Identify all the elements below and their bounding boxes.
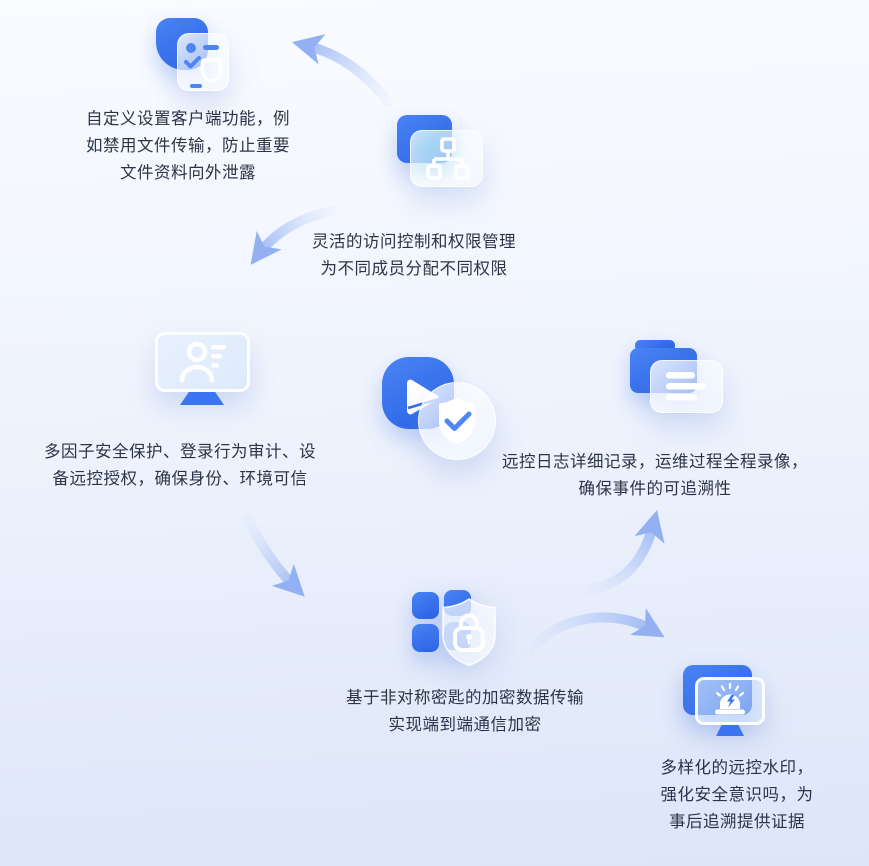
block-square: [412, 624, 439, 652]
text-line: 文件资料向外泄露: [120, 164, 256, 182]
alarm-glyph: [715, 682, 745, 715]
access-control-text: 灵活的访问控制和权限管理 为不同成员分配不同权限: [264, 229, 564, 283]
audit-logs-text: 远控日志详细记录，运维过程全程录像， 确保事件的可追溯性: [495, 449, 815, 503]
watermark-text: 多样化的远控水印， 强化安全意识吗，为 事后追溯提供证据: [607, 755, 867, 836]
text-line: 自定义设置客户端功能，例: [86, 110, 290, 128]
shield-lock-glass: [442, 598, 496, 667]
id-card-glass: [177, 33, 229, 91]
shield-glass-circle: [418, 382, 496, 460]
video-shield-check-icon: [380, 355, 505, 465]
text-line: 多因子安全保护、登录行为审计、设: [44, 443, 316, 461]
text-line: 多样化的远控水印，: [660, 759, 814, 777]
folder-tab: [635, 340, 675, 351]
text-line: 事后追溯提供证据: [669, 813, 805, 831]
curved-arrow-up-left: [291, 34, 393, 107]
encryption-text: 基于非对称密匙的加密数据传输 实现端到端通信加密: [315, 685, 615, 739]
text-line: 如禁用文件传输，防止重要: [86, 137, 290, 155]
monitor-screen: [155, 332, 250, 392]
monitor-stand: [180, 392, 224, 405]
curved-arrow-arc-right: [525, 608, 665, 656]
block-square: [412, 592, 439, 619]
documents-folder-icon: [628, 335, 728, 420]
text-line: 确保事件的可追溯性: [578, 480, 732, 498]
blocks-shield-lock-icon: [400, 582, 505, 677]
text-line: 基于非对称密匙的加密数据传输: [346, 689, 584, 707]
text-line: 远控日志详细记录，运维过程全程录像，: [502, 453, 808, 471]
curved-arrow-down-right: [243, 515, 305, 597]
hierarchy-glyph: [426, 137, 470, 180]
text-line: 实现端到端通信加密: [388, 716, 542, 734]
id-badge-shield-icon: [145, 5, 245, 105]
identity-trust-text: 多因子安全保护、登录行为审计、设 备远控授权，确保身份、环境可信: [20, 439, 340, 493]
curved-arrow-up-right: [585, 509, 665, 595]
id-card-glyphs: [184, 43, 223, 88]
shield-check-glyph: [439, 397, 475, 444]
org-hierarchy-card-icon: [390, 108, 500, 198]
document-glass: [650, 360, 723, 413]
monitor-alarm-icon: [670, 655, 775, 745]
text-line: 强化安全意识吗，为: [660, 786, 814, 804]
monitor-user-icon: [150, 325, 255, 410]
text-line: 备远控授权，确保身份、环境可信: [52, 470, 308, 488]
curved-arrow-down-left: [250, 206, 337, 265]
text-lines-glyph: [666, 372, 706, 401]
hierarchy-glass: [410, 130, 483, 187]
client-custom-text: 自定义设置客户端功能，例 如禁用文件传输，防止重要 文件资料向外泄露: [38, 106, 338, 187]
text-line: 灵活的访问控制和权限管理: [312, 233, 516, 251]
text-line: 为不同成员分配不同权限: [320, 260, 508, 278]
user-audit-glyph: [179, 341, 226, 383]
watermark-monitor: [695, 677, 765, 725]
monitor-stand: [716, 725, 744, 736]
